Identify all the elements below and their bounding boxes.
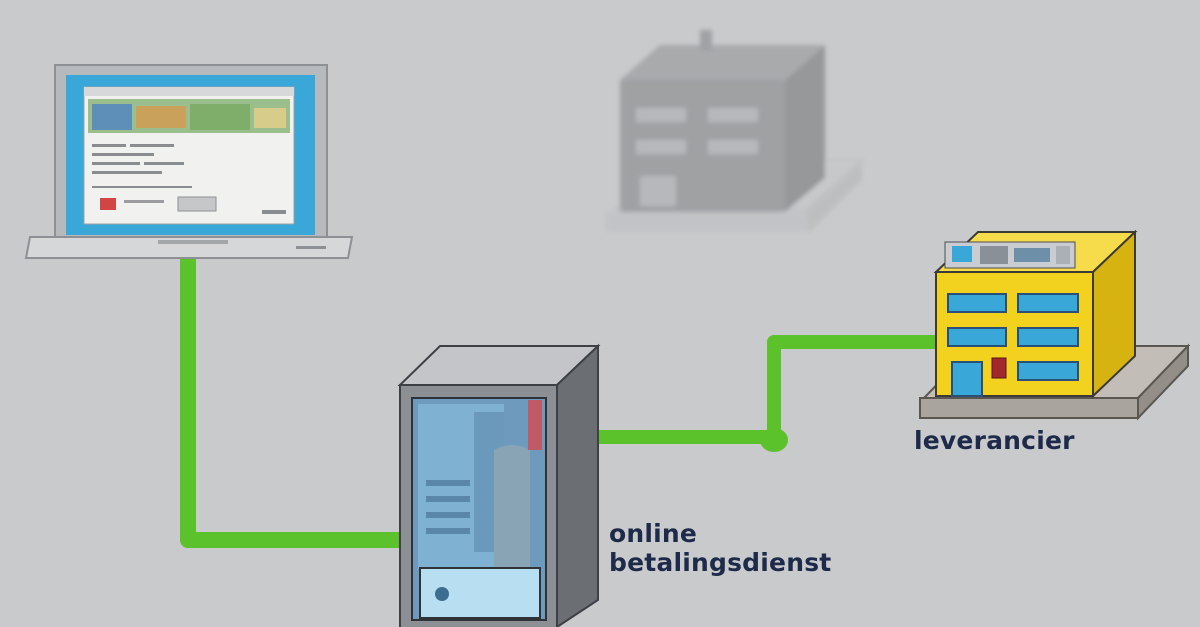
connection-laptop-to-server bbox=[180, 258, 405, 548]
server-cabinet-icon bbox=[397, 343, 601, 627]
laptop-icon bbox=[24, 64, 354, 259]
supplier-label: leverancier bbox=[914, 426, 1075, 455]
rooftop-equipment bbox=[944, 241, 1076, 269]
shop-building-icon bbox=[919, 229, 1191, 421]
payment-service-label-line-1: online bbox=[609, 519, 698, 548]
connection-server-to-supplier bbox=[598, 335, 942, 452]
building-icon bbox=[605, 30, 865, 232]
payment-service-label: online betalingsdienst bbox=[609, 519, 831, 577]
payment-service-label-line-2: betalingsdienst bbox=[609, 548, 832, 577]
